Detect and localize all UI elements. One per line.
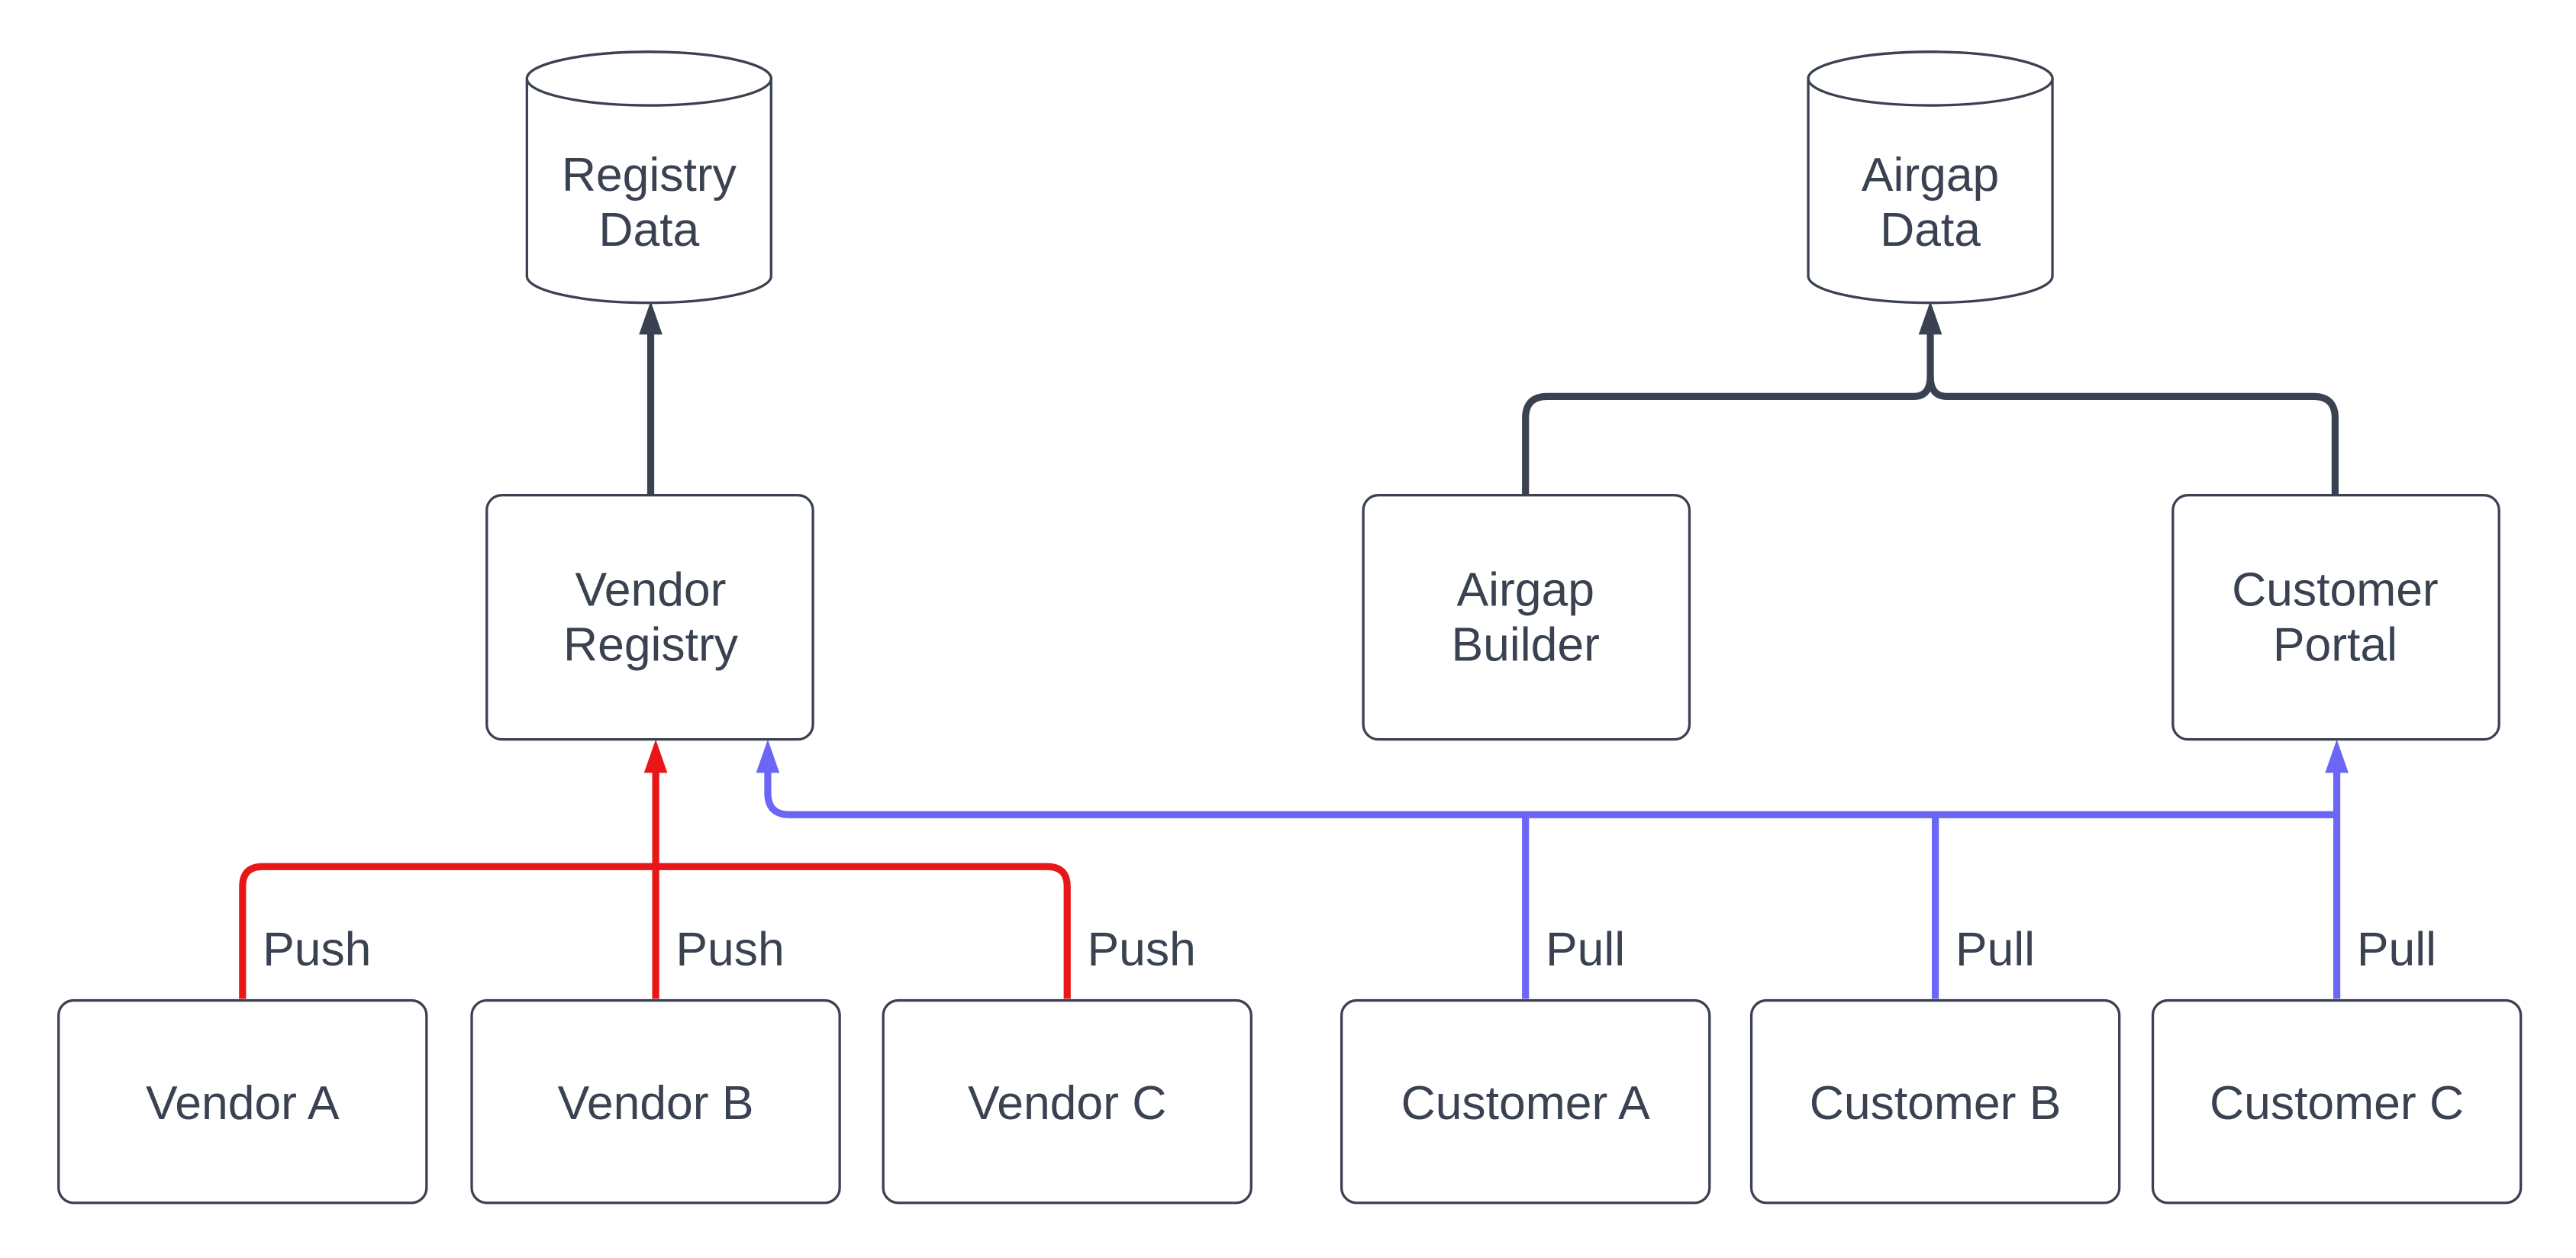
- node-box: [2171, 494, 2500, 741]
- pull-label-customer-b: Pull: [1955, 923, 2035, 976]
- customer-a-label: Customer A: [1401, 1076, 1651, 1130]
- arrowhead-up-icon: [639, 301, 663, 335]
- airgap-data-label-line2: Data: [1880, 203, 1981, 256]
- registry-data-label-line1: Registry: [562, 148, 737, 202]
- cylinder-top-rim: [525, 50, 772, 107]
- pull-label-customer-a: Pull: [1546, 923, 1625, 976]
- node-box: [470, 998, 841, 1205]
- node-box: [1362, 494, 1691, 741]
- edge-vendor-b-to-vendor-registry-push: [643, 739, 668, 999]
- edge-customer-portal-to-airgap-data: [1918, 301, 2339, 495]
- node-box: [882, 998, 1253, 1205]
- registry-data-label-line2: Data: [598, 203, 699, 256]
- arrowhead-up-icon: [756, 739, 780, 773]
- node-box: [1749, 998, 2121, 1205]
- push-label-vendor-a: Push: [263, 923, 371, 976]
- airgap-data-label-line1: Airgap: [1862, 148, 1999, 202]
- node-box: [485, 494, 814, 741]
- edge-line: [656, 863, 1071, 999]
- node-box: [1340, 998, 1711, 1205]
- vendor-registry-label-line1: Vendor: [575, 563, 727, 616]
- airgap-builder-label-line1: Airgap: [1456, 563, 1594, 616]
- vendor-b-node: Vendor B: [470, 998, 841, 1205]
- edge-trunk-line: [764, 771, 2337, 818]
- customer-portal-node: Customer Portal: [2171, 494, 2500, 741]
- customer-b-label: Customer B: [1810, 1076, 2062, 1130]
- customer-b-node: Customer B: [1749, 998, 2121, 1205]
- push-label-vendor-c: Push: [1088, 923, 1196, 976]
- vendor-c-label: Vendor C: [968, 1076, 1166, 1130]
- customer-c-node: Customer C: [2151, 998, 2523, 1205]
- vendor-b-label: Vendor B: [558, 1076, 754, 1130]
- edge-vendor-c-to-vendor-registry-push: [656, 863, 1071, 999]
- edge-vendor-a-to-vendor-registry-push: [239, 863, 656, 999]
- vendor-registry-label-line2: Registry: [563, 618, 739, 672]
- vendor-c-node: Vendor C: [882, 998, 1253, 1205]
- cylinder-top-rim: [1807, 50, 2054, 107]
- edge-airgap-builder-to-airgap-data: [1522, 376, 1934, 495]
- edge-customers-to-vendor-registry-pull: [756, 739, 2337, 999]
- customer-portal-label-line2: Portal: [2273, 618, 2397, 672]
- registry-data-cylinder: Registry Data: [525, 50, 772, 305]
- customer-portal-label-line1: Customer: [2232, 563, 2439, 616]
- airgap-builder-node: Airgap Builder: [1362, 494, 1691, 741]
- arrowhead-up-icon: [1918, 301, 1942, 335]
- airgap-data-cylinder: Airgap Data: [1807, 50, 2054, 305]
- edge-vendor-registry-to-registry-data: [639, 301, 663, 495]
- push-label-vendor-b: Push: [675, 923, 784, 976]
- customer-a-node: Customer A: [1340, 998, 1711, 1205]
- airgap-builder-label-line2: Builder: [1452, 618, 1600, 672]
- edge-line: [1522, 376, 1934, 495]
- arrowhead-up-icon: [643, 739, 668, 773]
- arrowhead-up-icon: [2325, 739, 2349, 773]
- customer-c-label: Customer C: [2210, 1076, 2464, 1130]
- pull-label-customer-c: Pull: [2357, 923, 2436, 976]
- vendor-registry-node: Vendor Registry: [485, 494, 814, 741]
- edge-line: [1926, 376, 2339, 495]
- node-box: [2151, 998, 2523, 1205]
- edge-line: [239, 863, 656, 999]
- vendor-a-node: Vendor A: [57, 998, 428, 1205]
- vendor-a-label: Vendor A: [146, 1076, 340, 1130]
- node-box: [57, 998, 428, 1205]
- edge-customer-c-to-customer-portal-pull: [2325, 739, 2349, 999]
